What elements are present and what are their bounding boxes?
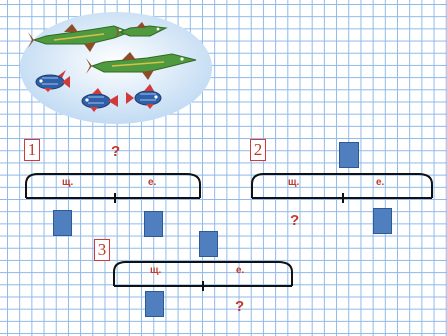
segment-label-pike-3: щ. (150, 265, 161, 276)
segment-label-pike-2: щ. (288, 177, 299, 188)
unknown-square-total-2 (339, 142, 359, 168)
unknown-square-pike-3 (145, 291, 164, 317)
segment-label-perch-1: е. (148, 177, 156, 188)
unknown-square-total-3 (199, 231, 218, 257)
question-mark-perch-3: ? (235, 298, 244, 315)
segment-bracket-3 (112, 260, 296, 290)
segment-label-perch-3: е. (236, 265, 244, 276)
segment-bracket-1 (24, 172, 204, 202)
unknown-square-perch-1 (144, 211, 163, 237)
unknown-square-pike-1 (53, 210, 72, 236)
question-mark-pike-2: ? (290, 212, 299, 229)
scheme-number-1: 1 (24, 139, 40, 161)
scheme-number-2: 2 (250, 139, 266, 161)
question-mark-total-1: ? (111, 143, 120, 160)
segment-bracket-2 (250, 172, 436, 202)
segment-label-pike-1: щ. (62, 177, 73, 188)
scheme-number-3: 3 (94, 239, 110, 261)
segment-label-perch-2: е. (376, 177, 384, 188)
unknown-square-perch-2 (373, 208, 392, 234)
